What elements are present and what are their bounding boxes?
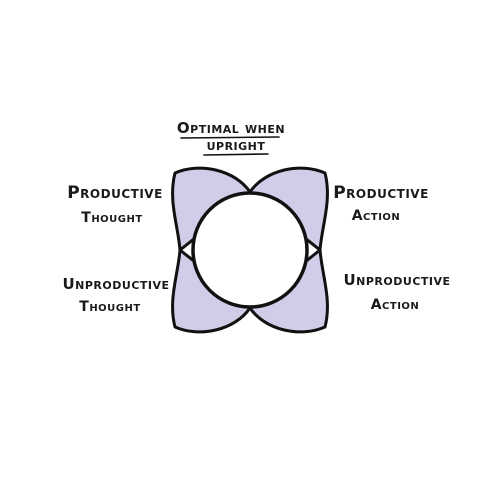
diagram-title-line2: upright <box>207 136 266 154</box>
title-underline-1 <box>180 136 280 139</box>
label-bottom-right-line2: Action <box>371 297 420 313</box>
label-top-left-line1: Productive <box>67 183 163 203</box>
label-top-right-line2: Action <box>352 208 401 224</box>
label-bottom-right: Unproductive Action <box>343 271 450 313</box>
label-top-right: Productive Action <box>333 183 429 224</box>
label-bottom-right-line1: Unproductive <box>343 271 450 289</box>
label-top-left: Productive Thought <box>67 183 163 226</box>
label-bottom-left: Unproductive Thought <box>62 275 169 315</box>
label-bottom-left-line1: Unproductive <box>62 275 169 293</box>
label-top-left-line2: Thought <box>81 210 142 226</box>
label-top-right-line1: Productive <box>333 183 429 203</box>
title-underline-2 <box>203 153 269 156</box>
label-bottom-left-line2: Thought <box>79 299 140 315</box>
diagram-title-line1: Optimal when <box>177 119 285 137</box>
center-circle <box>191 191 309 309</box>
